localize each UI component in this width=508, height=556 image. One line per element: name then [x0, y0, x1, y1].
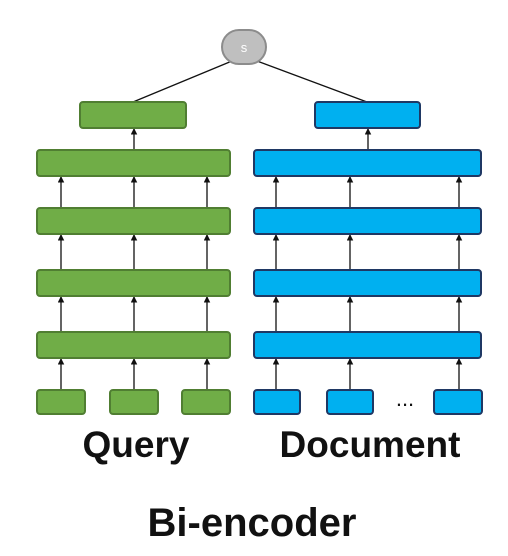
encoder-blocks — [36, 101, 483, 415]
query-encoder-layer-1 — [36, 149, 231, 177]
document-input-token-1 — [253, 389, 301, 415]
query-encoder-layer-4 — [36, 331, 231, 359]
query-pooled-embedding — [79, 101, 187, 129]
query-score-line — [132, 60, 233, 103]
document-encoder-layer-1 — [253, 149, 482, 177]
ellipsis: ... — [396, 386, 414, 411]
document-score-line — [256, 60, 368, 103]
document-pooled-embedding — [314, 101, 421, 129]
query-label: Query — [83, 424, 190, 465]
document-encoder-layer-4 — [253, 331, 482, 359]
query-input-token-1 — [36, 389, 86, 415]
document-encoder-layer-2 — [253, 207, 482, 235]
score-label: s — [241, 40, 248, 55]
document-input-token-2 — [326, 389, 374, 415]
connection-lines — [57, 60, 463, 390]
document-input-token-3 — [433, 389, 483, 415]
query-input-token-3 — [181, 389, 231, 415]
query-encoder-layer-2 — [36, 207, 231, 235]
document-label: Document — [280, 424, 461, 465]
caption: Bi-encoder — [148, 501, 357, 545]
score-node: s — [221, 29, 267, 65]
document-encoder-layer-3 — [253, 269, 482, 297]
query-encoder-layer-3 — [36, 269, 231, 297]
query-input-token-2 — [109, 389, 159, 415]
